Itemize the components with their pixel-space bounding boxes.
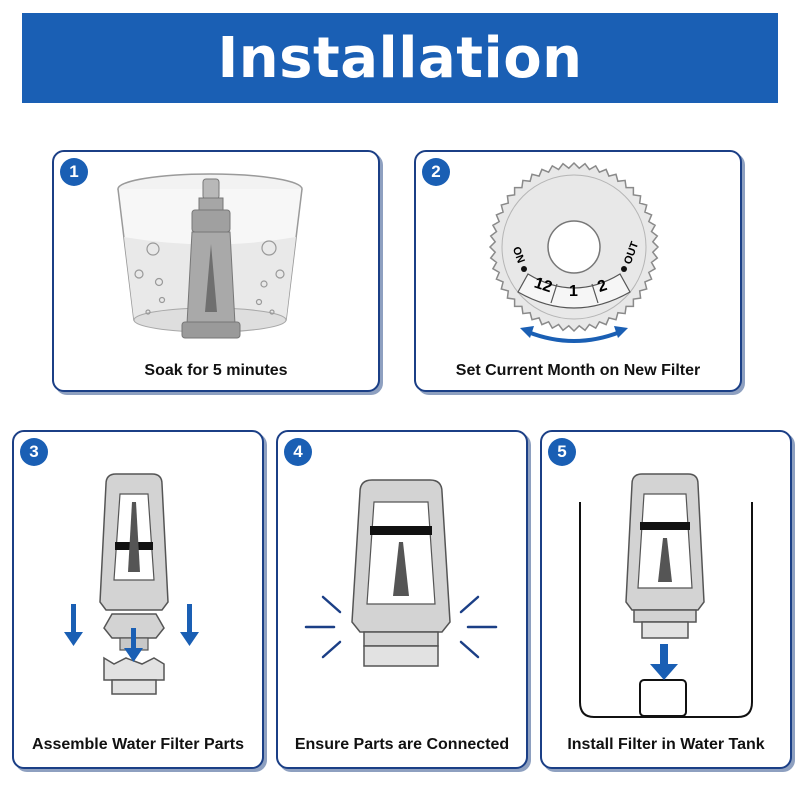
step-3-card: 3 Assemble Water Filter Parts [12, 430, 264, 769]
step-5-caption: Install Filter in Water Tank [567, 736, 765, 753]
step-5-badge: 5 [548, 438, 576, 466]
step-1-card: 1 Soak for 5 minutes [52, 150, 380, 392]
step-1-badge: 1 [60, 158, 88, 186]
connected-illustration [304, 479, 498, 667]
step-5-card: 5 Install Filter in Water Tank [540, 430, 792, 769]
step-2-caption: Set Current Month on New Filter [455, 362, 701, 379]
step-3-caption: Assemble Water Filter Parts [32, 736, 244, 753]
step-1-caption: Soak for 5 minutes [144, 362, 288, 379]
dial-month-1: 1 [569, 283, 578, 300]
page-title: Installation [217, 25, 583, 91]
step-4-caption: Ensure Parts are Connected [294, 736, 510, 753]
month-dial-illustration [488, 161, 660, 343]
step-4-badge: 4 [284, 438, 312, 466]
title-banner: Installation [22, 13, 778, 103]
step-2-badge: 2 [422, 158, 450, 186]
step-4-card: 4 Ensure Parts are Connected [276, 430, 528, 769]
tank-install-illustration [579, 473, 753, 718]
step-3-badge: 3 [20, 438, 48, 466]
soak-illustration [117, 173, 303, 339]
assemble-illustration [64, 473, 199, 695]
step-2-card: 2 ON OUT 12 1 2 Set Current Month on New… [414, 150, 742, 392]
